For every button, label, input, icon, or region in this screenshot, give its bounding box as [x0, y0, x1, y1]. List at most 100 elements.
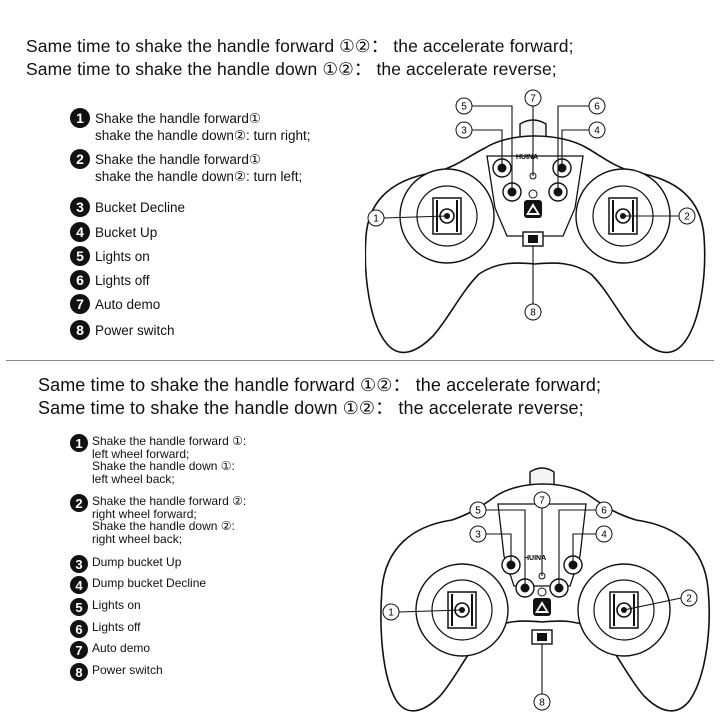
callout-2: 2 [678, 207, 696, 225]
legend-number-badge: 6 [70, 620, 88, 638]
section-divider [6, 360, 714, 361]
legend-item-5: 5 Lights on [70, 246, 150, 266]
legend-text: right wheel back; [92, 531, 183, 546]
legend-number-badge: 7 [70, 641, 88, 659]
header-forward-line: Same time to shake the handle forward ①②… [38, 375, 602, 395]
legend-item-4: 4 Bucket Up [70, 222, 157, 242]
legend-text: Power switch [95, 323, 175, 338]
legend-item-3: 3 Dump bucket Up [70, 555, 181, 573]
legend-text: Dump bucket Decline [92, 576, 207, 590]
legend-item-2: 2 Shake the handle forward① shake the han… [70, 149, 302, 185]
legend-item-7: 7 Auto demo [70, 294, 160, 314]
svg-text:4: 4 [594, 126, 600, 137]
svg-text:3: 3 [461, 126, 467, 137]
controller-svg: HUINA 1 [364, 89, 706, 354]
callout-4: 4 [595, 525, 613, 543]
legend-item-8: 8 Power switch [70, 320, 175, 340]
legend-text: Shake the handle forward ①: [92, 434, 247, 448]
controller-svg: HUINA 1 2 [380, 467, 710, 712]
svg-text:7: 7 [539, 496, 545, 507]
svg-text:8: 8 [530, 308, 536, 319]
legend-text: Shake the handle forward ②: [92, 494, 247, 508]
legend-item-1: 1 Shake the handle forward ①: left wheel … [70, 434, 246, 485]
auto-demo-button[interactable] [533, 598, 551, 616]
legend-text: Power switch [92, 663, 163, 677]
svg-text:8: 8 [539, 698, 545, 709]
header-reverse-line: Same time to shake the handle down ①②： t… [26, 59, 557, 79]
callout-2: 2 [680, 589, 698, 607]
svg-text:6: 6 [601, 506, 607, 517]
svg-text:5: 5 [461, 102, 467, 113]
legend-number-badge: 8 [70, 663, 88, 681]
legend-text: left wheel back; [92, 471, 175, 486]
legend-number-badge: 2 [70, 149, 90, 169]
power-switch[interactable] [531, 629, 553, 645]
legend-number-badge: 1 [70, 108, 90, 128]
auto-demo-button[interactable] [524, 200, 542, 218]
legend-item-7: 7 Auto demo [70, 641, 150, 659]
callout-1: 1 [382, 603, 400, 621]
legend-number-badge: 7 [70, 294, 90, 314]
legend-text: Bucket Decline [95, 200, 186, 215]
legend-text: Lights on [95, 249, 150, 264]
legend-item-8: 8 Power switch [70, 663, 163, 681]
leader-lines [398, 508, 682, 694]
legend-number-badge: 8 [70, 320, 90, 340]
svg-text:2: 2 [686, 594, 692, 605]
callout-4: 4 [588, 121, 606, 139]
instructions-section-1: Same time to shake the handle forward ①②… [0, 0, 720, 360]
legend-number-badge: 1 [70, 434, 88, 452]
callout-3: 3 [455, 121, 473, 139]
small-button[interactable] [528, 189, 538, 199]
callout-1: 1 [367, 209, 385, 227]
legend-text: Auto demo [92, 641, 151, 655]
legend-number-badge: 3 [70, 555, 88, 573]
legend-text: right wheel forward; [92, 506, 197, 521]
callout-5: 5 [455, 97, 473, 115]
callout-6: 6 [588, 97, 606, 115]
legend-text: Shake the handle forward① [95, 111, 261, 126]
legend-text: shake the handle down②: turn left; [95, 169, 303, 184]
legend-number-badge: 5 [70, 246, 90, 266]
svg-text:5: 5 [475, 506, 481, 517]
legend-text: Auto demo [95, 297, 161, 312]
legend-text: Shake the handle forward① [95, 152, 261, 167]
legend-text: Lights off [95, 273, 150, 288]
legend-text: Dump bucket Up [92, 555, 182, 569]
header-reverse-line: Same time to shake the handle down ①②： t… [38, 398, 584, 418]
callout-3: 3 [469, 525, 487, 543]
legend-text: Lights off [92, 620, 141, 634]
svg-text:6: 6 [594, 102, 600, 113]
callout-labels: 1 2 3 4 5 6 7 8 [367, 89, 696, 321]
legend-number-badge: 4 [70, 222, 90, 242]
callout-7: 7 [524, 89, 542, 107]
small-button[interactable] [537, 587, 547, 597]
legend-number-badge: 4 [70, 576, 88, 594]
callout-6: 6 [595, 501, 613, 519]
callout-5: 5 [469, 501, 487, 519]
callout-7: 7 [533, 491, 551, 509]
legend-number-badge: 6 [70, 270, 90, 290]
header-forward-line: Same time to shake the handle forward ①②… [26, 36, 574, 56]
legend-number-badge: 2 [70, 494, 88, 512]
legend-item-2: 2 Shake the handle forward ②:right wheel… [70, 494, 246, 545]
legend-text: Shake the handle down ①: [92, 459, 235, 473]
svg-text:1: 1 [388, 608, 394, 619]
callout-8: 8 [533, 693, 551, 711]
leader-lines [383, 105, 679, 304]
legend-number-badge: 3 [70, 197, 90, 217]
controller-diagram: HUINA 1 2 [380, 428, 715, 720]
power-switch[interactable] [522, 231, 544, 247]
legend-number-badge: 5 [70, 598, 88, 616]
legend-item-3: 3 Bucket Decline [70, 197, 185, 217]
antenna-icon [529, 467, 555, 486]
legend-item-6: 6 Lights off [70, 620, 140, 638]
brand-logo: HUINA [524, 555, 546, 562]
svg-text:4: 4 [601, 530, 607, 541]
svg-text:1: 1 [373, 214, 379, 225]
legend-item-4: 4 Dump bucket Decline [70, 576, 206, 594]
controller-diagram: HUINA 1 [364, 86, 710, 358]
legend-text: Shake the handle down ②: [92, 519, 235, 533]
callout-8: 8 [524, 303, 542, 321]
